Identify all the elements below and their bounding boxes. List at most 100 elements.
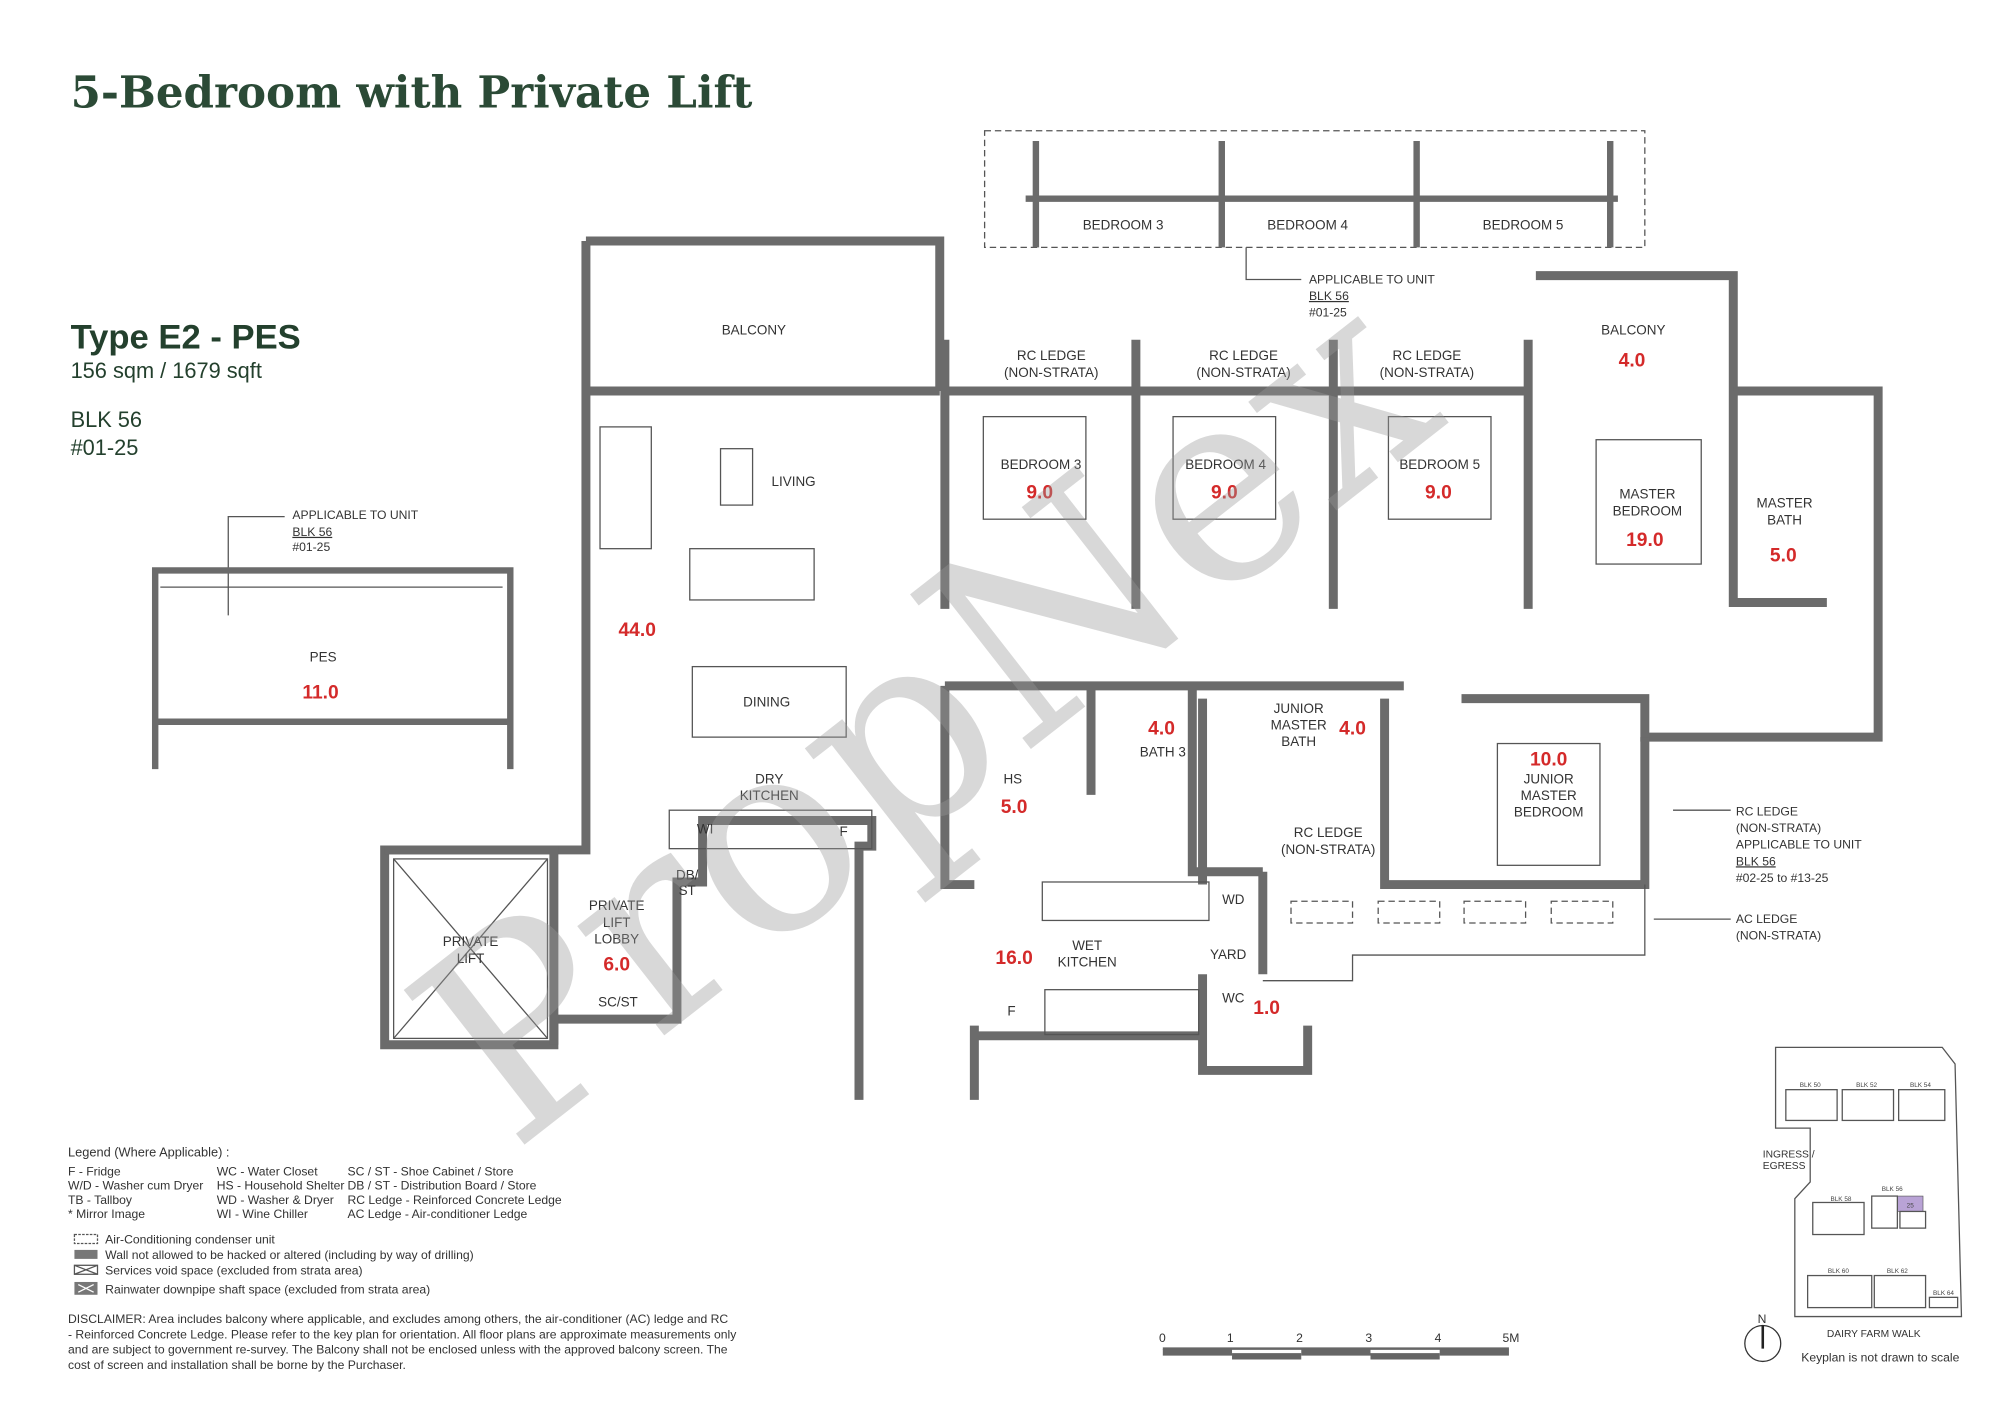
wine-chiller-label: WI (697, 821, 713, 836)
lobby-label: PRIVATE (589, 898, 645, 913)
scale-tick: 3 (1365, 1331, 1372, 1345)
bedroom-4-label: BEDROOM 4 (1185, 457, 1266, 472)
inset-note: APPLICABLE TO UNIT (1309, 272, 1435, 286)
bedroom-4-area: 9.0 (1211, 483, 1238, 504)
scale-tick: 5M (1503, 1331, 1520, 1345)
keyplan-blk: BLK 60 (1828, 1268, 1849, 1275)
rc-callout-2: (NON-STRATA) (1736, 821, 1821, 835)
legend-item: WC - Water Closet (217, 1165, 318, 1179)
legend-item: AC Ledge - Air-conditioner Ledge (347, 1207, 527, 1221)
keyplan-highlight-label: 25 (1907, 1203, 1915, 1210)
dry-kitchen-label: DRY (755, 771, 783, 786)
fridge-label: F (839, 824, 847, 839)
db-st-label: DB/ (676, 867, 699, 882)
balcony-2-label: BALCONY (1601, 323, 1665, 338)
legend: Legend (Where Applicable) : F - Fridge W… (68, 1144, 737, 1372)
bedroom-3-area: 9.0 (1026, 483, 1053, 504)
bedroom-5-label: BEDROOM 5 (1399, 457, 1480, 472)
inset-bedroom-3: BEDROOM 3 (1083, 217, 1164, 232)
master-bath-area: 5.0 (1770, 545, 1797, 566)
rc-ledge-mid-sub: (NON-STRATA) (1281, 842, 1375, 857)
master-bedroom-label-2: BEDROOM (1613, 503, 1683, 518)
legend-item: W/D - Washer cum Dryer (68, 1179, 203, 1193)
rc-callout-5: #02-25 to #13-25 (1736, 871, 1829, 885)
fridge-2-label: F (1007, 1003, 1015, 1018)
hs-area: 5.0 (1001, 797, 1028, 818)
wet-kitchen-label: WET (1072, 938, 1102, 953)
unit-block: BLK 56 (71, 407, 142, 432)
bath-3-area: 4.0 (1148, 719, 1175, 740)
lobby-area: 6.0 (603, 954, 630, 975)
rc-ledge-mid: RC LEDGE (1294, 825, 1363, 840)
junior-master-label: JUNIOR (1524, 771, 1574, 786)
rc-ledge-1-sub: (NON-STRATA) (1004, 365, 1098, 380)
keyplan-ingress: INGRESS / (1763, 1150, 1815, 1161)
legend-item: F - Fridge (68, 1165, 121, 1179)
db-st-label-2: ST (679, 883, 696, 898)
rc-callout-3: APPLICABLE TO UNIT (1736, 838, 1862, 852)
rc-ledge-3-sub: (NON-STRATA) (1380, 365, 1474, 380)
disclaimer-line: cost of screen and installation shall be… (68, 1358, 406, 1372)
keyplan: 25 BLK 50 BLK 52 BLK 54 BLK 56 BLK 58 BL… (1744, 1046, 1963, 1364)
pes-inset: APPLICABLE TO UNIT BLK 56 #01-25 PES 11.… (151, 508, 514, 770)
master-bath-label-2: BATH (1767, 512, 1802, 527)
junior-master-label-2: MASTER (1521, 788, 1577, 803)
disclaimer-line: and are subject to government re-survey.… (68, 1343, 728, 1357)
wd-label: WD (1222, 892, 1245, 907)
master-bedroom-area: 19.0 (1626, 530, 1663, 551)
keyplan-blk: BLK 54 (1910, 1082, 1931, 1089)
bedroom-3-label: BEDROOM 3 (1001, 457, 1082, 472)
junior-master-bath-label: JUNIOR (1274, 701, 1324, 716)
master-bath-label: MASTER (1757, 496, 1813, 511)
north-arrow-icon (1744, 1324, 1782, 1363)
lobby-label-2: LIFT (603, 915, 631, 930)
scale-tick: 1 (1227, 1331, 1234, 1345)
wc-area: 1.0 (1253, 998, 1280, 1019)
junior-master-bath-area: 4.0 (1339, 719, 1366, 740)
top-inset: BEDROOM 3 BEDROOM 4 BEDROOM 5 APPLICABLE… (983, 130, 1646, 320)
legend-symbol-void: Services void space (excluded from strat… (105, 1263, 362, 1277)
inset-bedroom-4: BEDROOM 4 (1267, 217, 1348, 232)
pes-note: APPLICABLE TO UNIT (292, 508, 418, 522)
wet-kitchen-label-2: KITCHEN (1058, 955, 1117, 970)
legend-item: RC Ledge - Reinforced Concrete Ledge (347, 1193, 561, 1207)
rc-ledge-2: RC LEDGE (1209, 348, 1278, 363)
pes-area: 11.0 (302, 683, 338, 704)
inset-bedroom-5: BEDROOM 5 (1483, 217, 1564, 232)
bath-3-label: BATH 3 (1140, 744, 1186, 759)
rc-ledge-1: RC LEDGE (1017, 348, 1086, 363)
keyplan-blk: BLK 64 (1933, 1290, 1954, 1297)
keyplan-blk: BLK 62 (1887, 1268, 1908, 1275)
legend-item: DB / ST - Distribution Board / Store (347, 1179, 536, 1193)
ac-callout-1: AC LEDGE (1736, 912, 1797, 926)
legend-symbol-shaft: Rainwater downpipe shaft space (excluded… (105, 1282, 430, 1296)
unit-type: Type E2 - PES (71, 319, 301, 357)
rc-ledge-2-sub: (NON-STRATA) (1196, 365, 1290, 380)
furniture (599, 415, 1702, 1036)
balcony-label: BALCONY (722, 323, 786, 338)
legend-item: * Mirror Image (68, 1207, 145, 1221)
sc-st-label: SC/ST (598, 994, 638, 1009)
pes-block: BLK 56 (292, 525, 332, 539)
keyplan-blk: BLK 58 (1830, 1196, 1851, 1203)
junior-master-bath-label-3: BATH (1281, 734, 1316, 749)
legend-item: SC / ST - Shoe Cabinet / Store (347, 1165, 513, 1179)
junior-master-area: 10.0 (1530, 749, 1567, 770)
legend-item: TB - Tallboy (68, 1193, 133, 1207)
junior-master-bath-label-2: MASTER (1271, 717, 1327, 732)
disclaimer-line: DISCLAIMER: Area includes balcony where … (68, 1312, 728, 1326)
living-label: LIVING (772, 474, 816, 489)
hs-label: HS (1003, 771, 1022, 786)
scale-bar: 0 1 2 3 4 5M (1159, 1331, 1520, 1360)
junior-master-label-3: BEDROOM (1514, 805, 1584, 820)
legend-item: WI - Wine Chiller (217, 1207, 308, 1221)
legend-symbol-ac: Air-Conditioning condenser unit (105, 1232, 275, 1246)
wet-kitchen-area: 16.0 (995, 948, 1032, 969)
walls (380, 236, 1883, 1100)
master-bedroom-label: MASTER (1619, 487, 1675, 502)
legend-title: Legend (Where Applicable) : (68, 1144, 229, 1159)
private-lift-label-2: LIFT (457, 951, 485, 966)
bedroom-5-area: 9.0 (1425, 483, 1452, 504)
